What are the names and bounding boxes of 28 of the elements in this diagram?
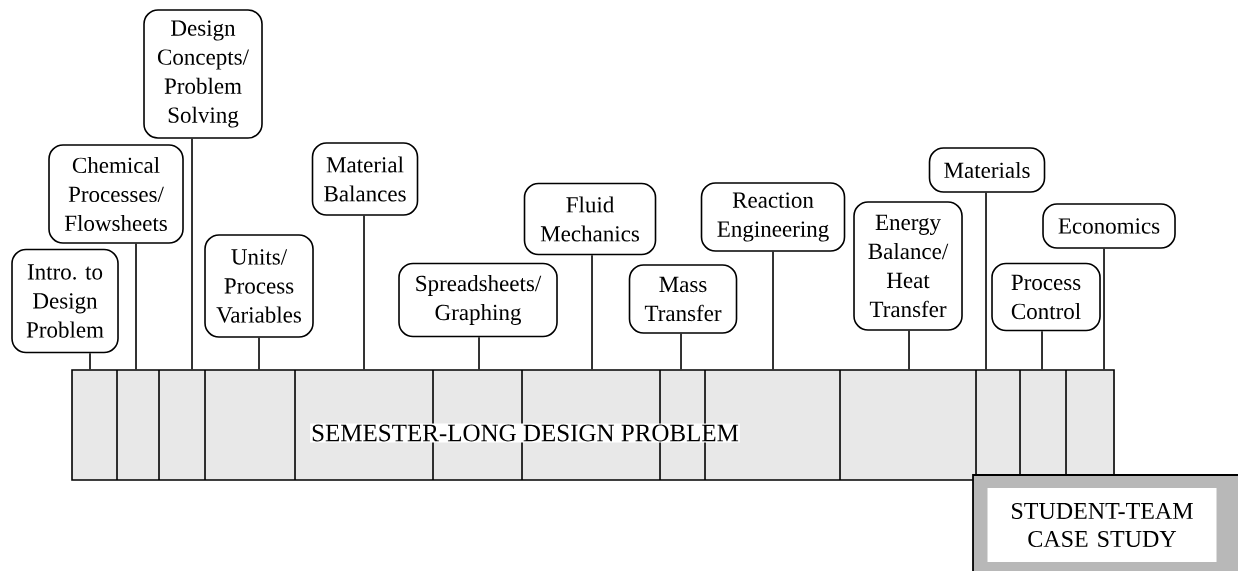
connector-line: [772, 251, 774, 370]
topic-box: Process Control: [991, 262, 1101, 332]
topic-box: Reaction Engineering: [700, 182, 846, 252]
topic-box: Spreadsheets/ Graphing: [398, 262, 558, 338]
connector-line: [363, 215, 365, 370]
topic-box: Chemical Processes/ Flowsheets: [48, 144, 184, 244]
topic-box: Units/ Process Variables: [204, 234, 314, 338]
case-study-box: STUDENT-TEAM CASE STUDY: [972, 474, 1238, 571]
connector-line: [89, 352, 91, 370]
connector-line: [1041, 330, 1043, 370]
topic-box: Material Balances: [311, 142, 419, 216]
connector-line: [908, 330, 910, 370]
topic-box: Intro. to Design Problem: [11, 248, 119, 354]
topic-box: Fluid Mechanics: [523, 182, 657, 256]
connector-line: [680, 333, 682, 370]
topic-box: Economics: [1042, 203, 1176, 249]
connector-line: [191, 138, 193, 370]
connector-line: [1103, 248, 1105, 370]
connector-line: [591, 254, 593, 370]
design-problem-bar: SEMESTER-LONG DESIGN PROBLEM: [71, 369, 1115, 481]
topic-box: Design Concepts/ Problem Solving: [143, 9, 263, 139]
topic-box: Mass Transfer: [628, 264, 738, 334]
connector-line: [985, 192, 987, 370]
connector-line: [478, 336, 480, 370]
topic-box: Energy Balance/ Heat Transfer: [853, 201, 963, 331]
connector-line: [258, 337, 260, 370]
connector-line: [135, 243, 137, 370]
topic-box: Materials: [928, 147, 1046, 193]
